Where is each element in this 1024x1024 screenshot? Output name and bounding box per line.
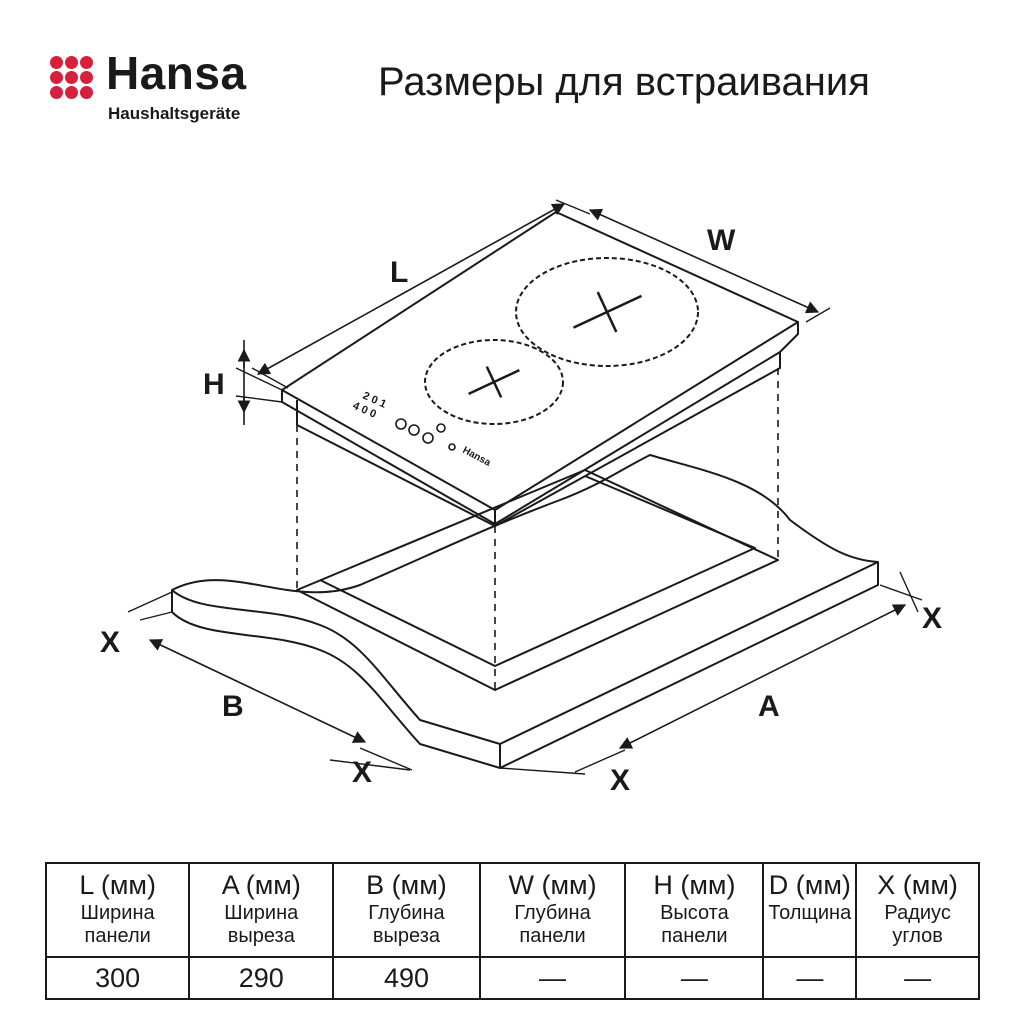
- brand-logo: Hansa Haushaltsgeräte: [50, 47, 310, 132]
- header-desc: Глубина панели: [514, 902, 591, 947]
- header-key: A (мм): [221, 870, 301, 900]
- label-A: A: [758, 690, 780, 723]
- dimensions-table: L (мм) Ширина панели A (мм) Ширина вырез…: [44, 862, 980, 1000]
- table-header-row: L (мм) Ширина панели A (мм) Ширина вырез…: [44, 862, 980, 958]
- value-cell-X: —: [855, 956, 980, 1000]
- header-key: L (мм): [79, 870, 156, 900]
- header-desc: Ширина выреза: [224, 902, 299, 947]
- label-L: L: [390, 256, 408, 289]
- header-desc: Толщина: [768, 902, 852, 924]
- panel-brand-label: Hansa: [461, 445, 493, 469]
- header-key: B (мм): [366, 870, 447, 900]
- label-H: H: [203, 368, 225, 401]
- value-cell-B: 490: [332, 956, 481, 1000]
- label-W: W: [707, 224, 736, 257]
- header-cell-W: W (мм) Глубина панели: [478, 862, 627, 958]
- label-X-left: X: [100, 626, 120, 659]
- diagram-svg: L W H X X B A X X 2 0 1 4 0 0 Hansa: [100, 199, 942, 797]
- header-desc: Ширина панели: [80, 902, 155, 947]
- installation-diagram: L W H X X B A X X 2 0 1 4 0 0 Hansa: [0, 160, 1024, 820]
- header-cell-X: X (мм) Радиус углов: [855, 862, 980, 958]
- header-cell-D: D (мм) Толщина: [762, 862, 858, 958]
- logo-dots-icon: [50, 56, 94, 100]
- header-key: D (мм): [768, 870, 851, 900]
- label-X-right: X: [922, 602, 942, 635]
- label-X-bottom-left: X: [352, 756, 372, 789]
- brand-subtitle: Haushaltsgeräte: [108, 104, 241, 123]
- header-key: W (мм): [508, 870, 597, 900]
- value-cell-W: —: [478, 956, 627, 1000]
- header-desc: Глубина выреза: [368, 902, 445, 947]
- cooktop-side: [281, 390, 496, 525]
- table-values-row: 300 290 490 — — — —: [44, 956, 980, 1000]
- brand-name: Hansa: [106, 47, 247, 99]
- page-title: Размеры для встраивания: [378, 60, 870, 104]
- header-key: X (мм): [877, 870, 958, 900]
- label-B: B: [222, 690, 244, 723]
- value-cell-A: 290: [188, 956, 335, 1000]
- value-cell-D: —: [762, 956, 858, 1000]
- header-cell-B: B (мм) Глубина выреза: [332, 862, 481, 958]
- header-key: H (мм): [653, 870, 736, 900]
- header-cell-H: H (мм) Высота панели: [624, 862, 765, 958]
- header-desc: Радиус углов: [884, 902, 951, 947]
- header-desc: Высота панели: [660, 902, 729, 947]
- header-cell-L: L (мм) Ширина панели: [44, 862, 191, 958]
- header-cell-A: A (мм) Ширина выреза: [188, 862, 335, 958]
- value-cell-L: 300: [44, 956, 191, 1000]
- label-X-bottom-right: X: [610, 764, 630, 797]
- value-cell-H: —: [624, 956, 765, 1000]
- cutout: [296, 469, 779, 691]
